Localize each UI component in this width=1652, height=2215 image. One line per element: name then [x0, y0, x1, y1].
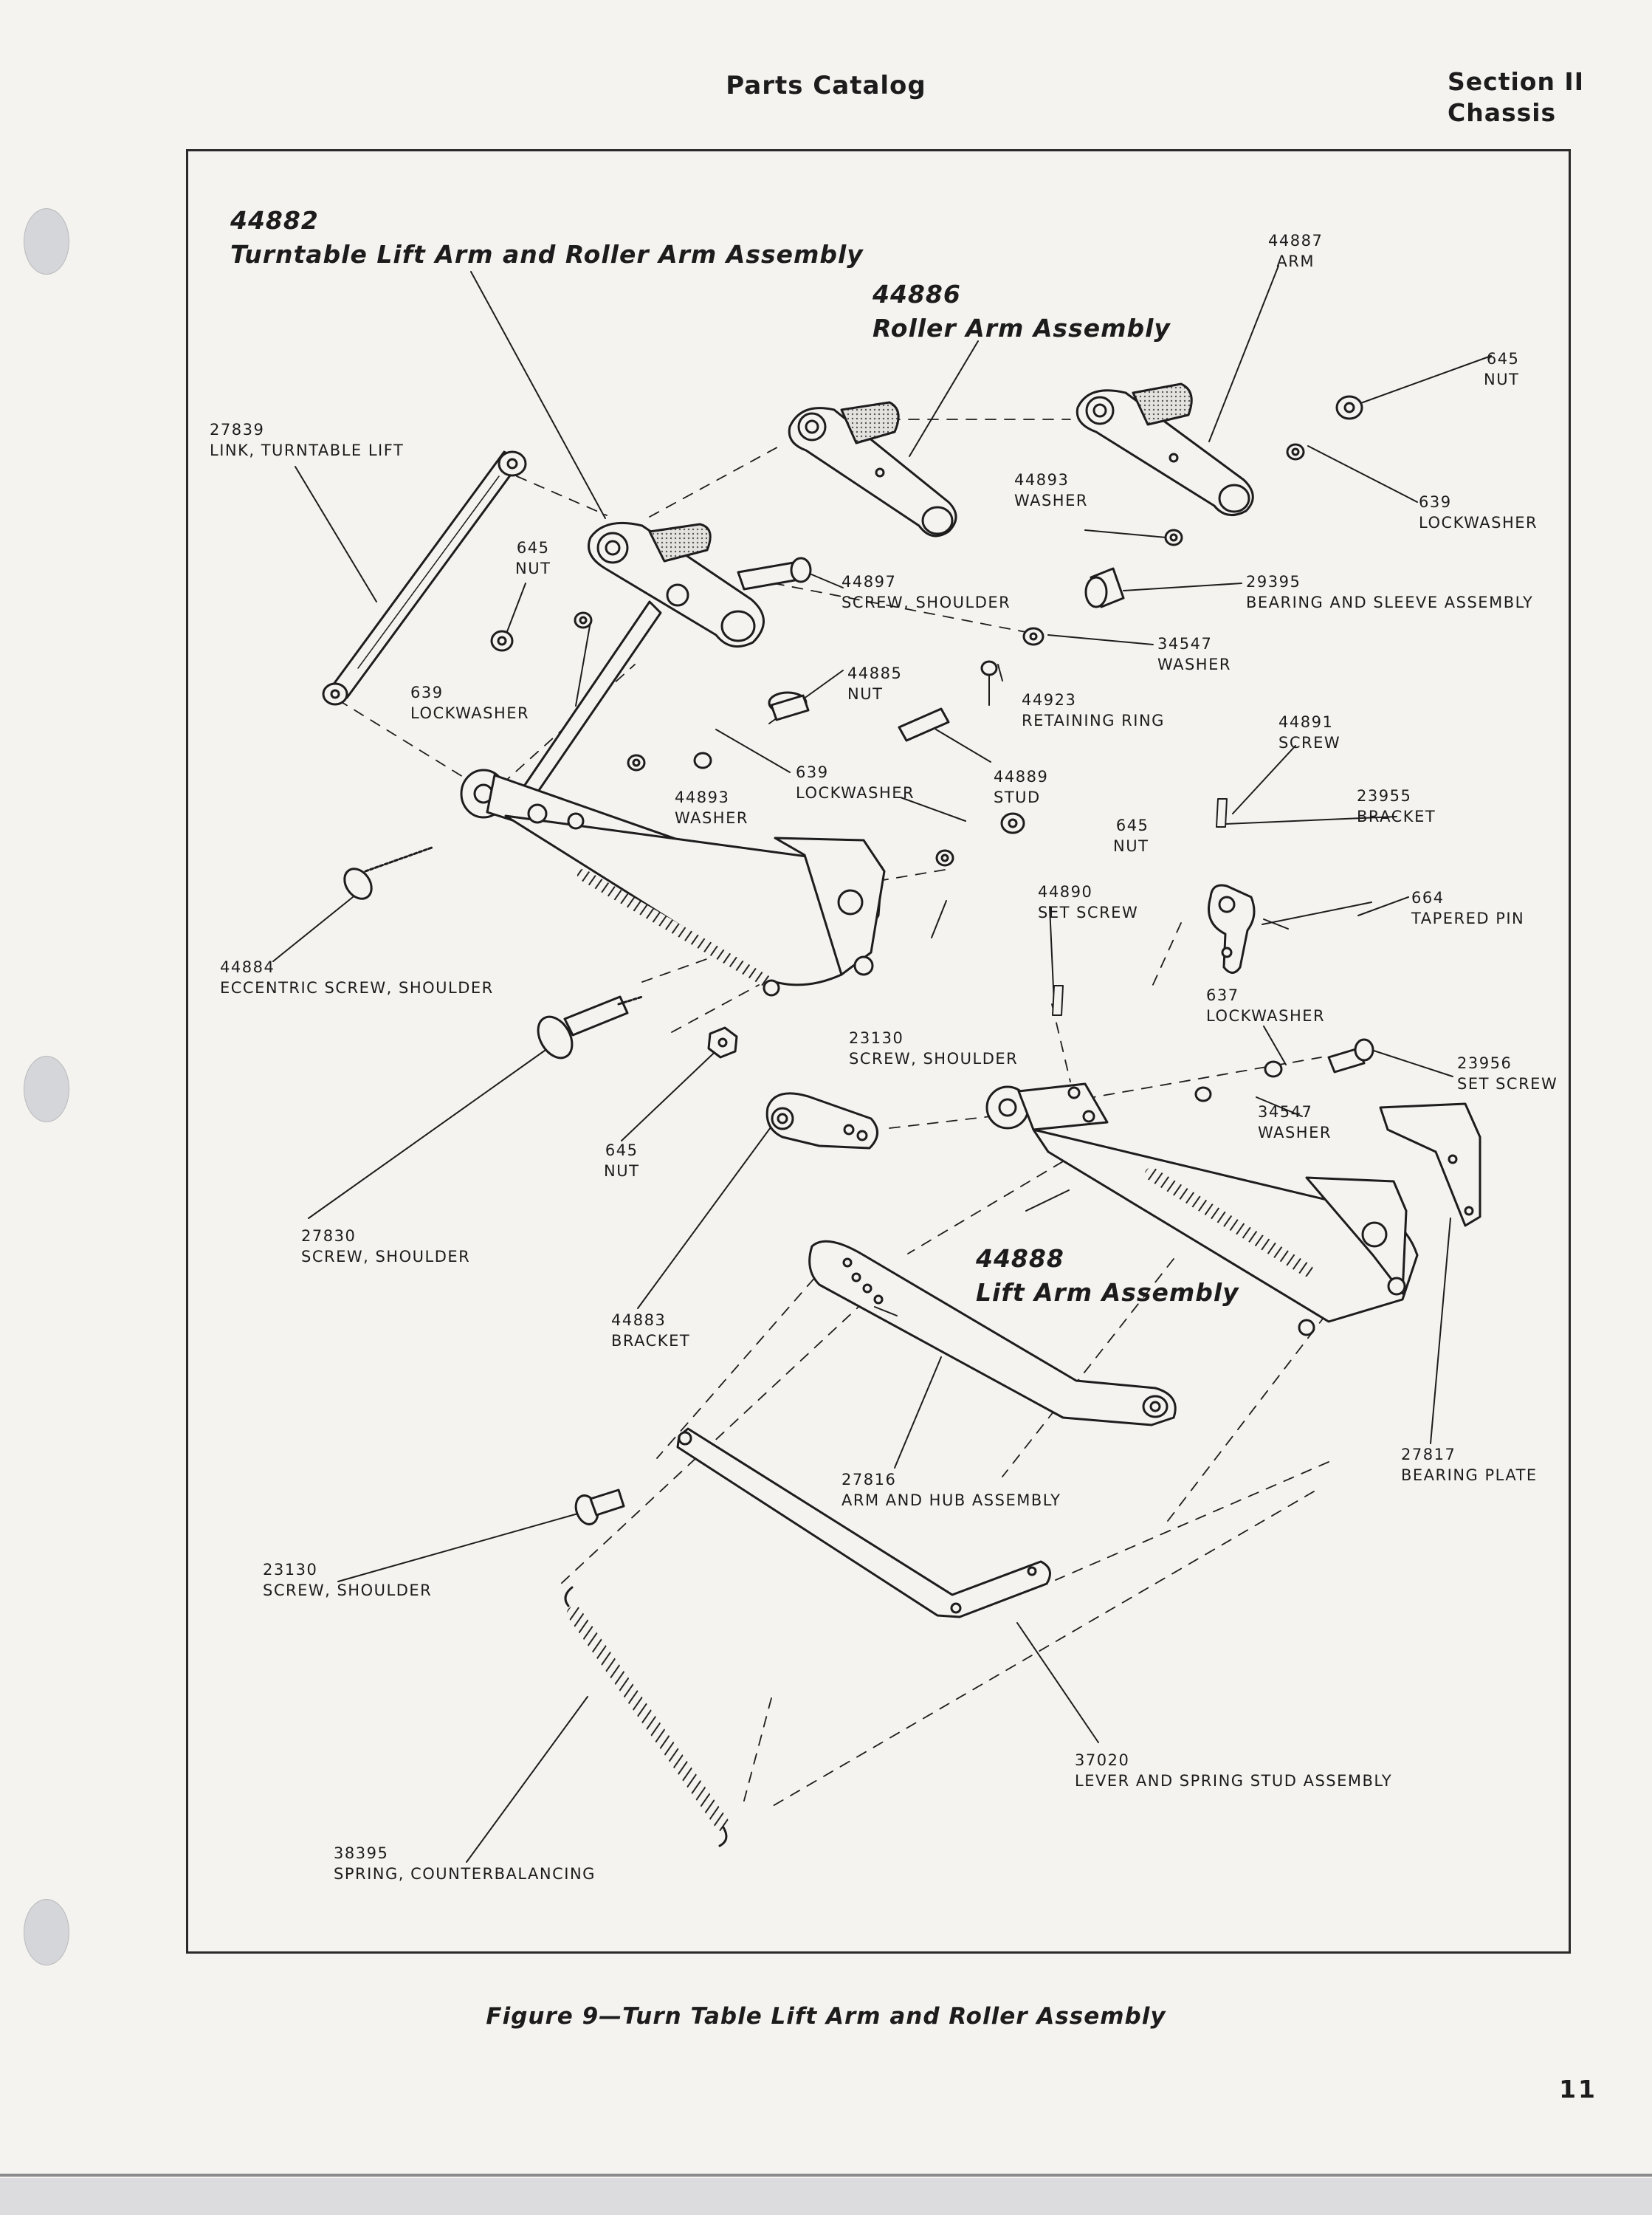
bracket-23955 [1052, 798, 1289, 1016]
bearing-plate-27817 [1379, 1102, 1481, 1227]
lift-arm-assembly-44888 [985, 1082, 1419, 1336]
catalog-header: Parts Catalog [726, 71, 926, 100]
binder-hole-middle [24, 1056, 69, 1122]
scan-background [0, 2178, 1652, 2215]
assembly-44886-name: Roller Arm Assembly [873, 314, 1171, 343]
main-lift-arm [460, 769, 886, 997]
arm-and-hub-assembly-27816 [808, 1240, 1177, 1426]
chapter-label: Chassis [1447, 98, 1557, 127]
turntable-lift-link [322, 450, 527, 706]
assembly-44888-label: 44888 Lift Arm Assembly [976, 1242, 1239, 1310]
set-screw-and-washers-right [1194, 1038, 1374, 1102]
figure-frame [186, 149, 1571, 1954]
assembly-44882-label: 44882 Turntable Lift Arm and Roller Arm … [230, 204, 864, 272]
assembly-44882-name: Turntable Lift Arm and Roller Arm Assemb… [230, 240, 864, 269]
leader-lines [272, 265, 1492, 1863]
nut-645-lower [707, 1026, 738, 1059]
binder-hole-top [24, 208, 69, 275]
bracket-44883 [765, 1092, 878, 1150]
assembly-44886-number: 44886 [873, 280, 961, 309]
counterbalancing-spring-38395 [564, 1586, 729, 1847]
page-number: 11 [1559, 2075, 1597, 2104]
shoulder-screw-27830 [537, 995, 644, 1060]
assembly-44882-number: 44882 [230, 206, 319, 235]
eccentric-screw [343, 846, 433, 900]
assembly-44886-label: 44886 Roller Arm Assembly [873, 278, 1171, 346]
shoulder-screw-23130-lower [574, 1488, 625, 1525]
section-header: Section II Chassis [1448, 66, 1584, 128]
lift-arm-upper [519, 521, 765, 803]
roller-arm-assembly [788, 401, 957, 538]
assembly-44888-name: Lift Arm Assembly [976, 1278, 1239, 1307]
arm-44887 [1075, 382, 1254, 517]
assembly-44888-number: 44888 [976, 1244, 1064, 1273]
section-label: Section II [1447, 67, 1584, 96]
figure-caption: Figure 9—Turn Table Lift Arm and Roller … [486, 2003, 1166, 2030]
lever-and-spring-stud-37020 [676, 1427, 1051, 1618]
binder-hole-bottom [24, 1899, 69, 1965]
page-edge [0, 2174, 1652, 2177]
small-hardware-top [490, 395, 1363, 867]
